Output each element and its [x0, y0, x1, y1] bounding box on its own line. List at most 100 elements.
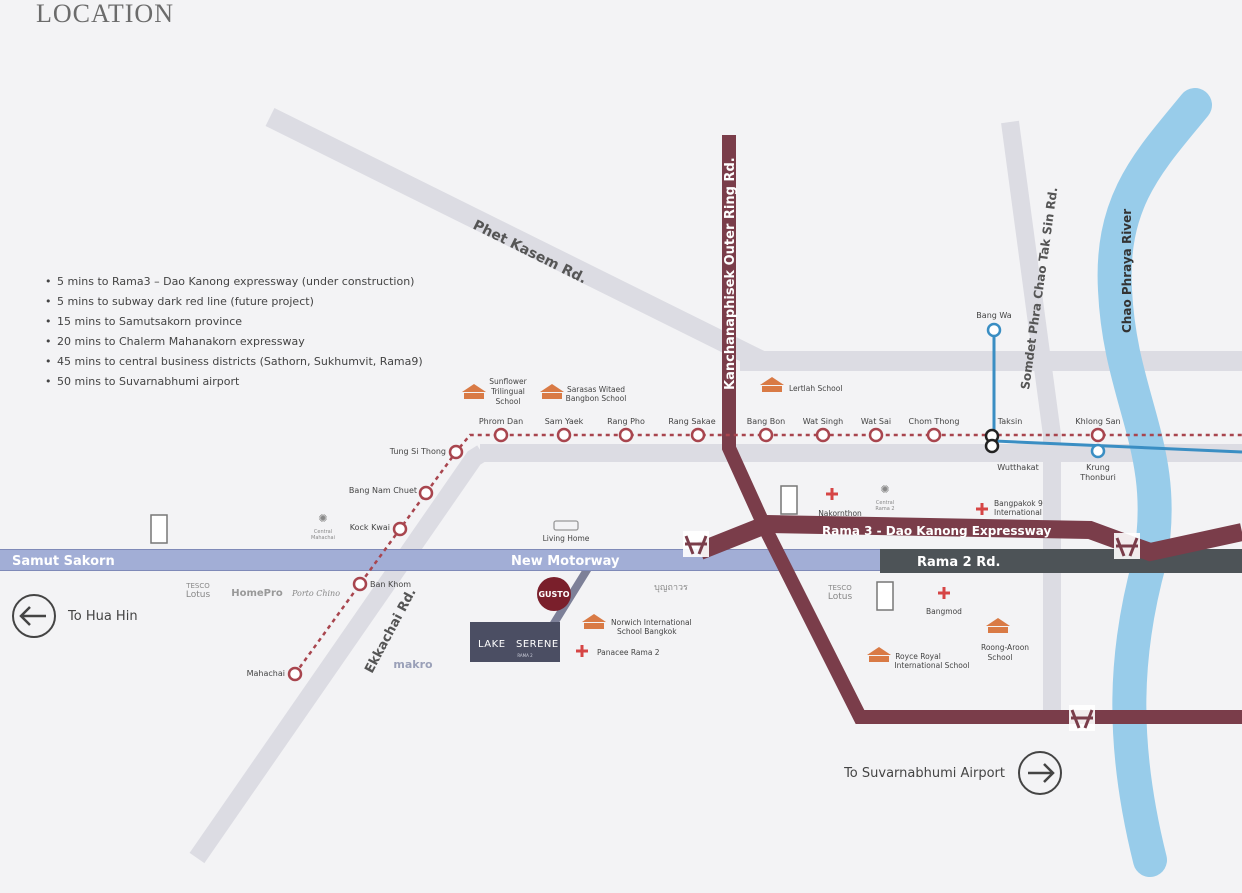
somdet-road	[1001, 120, 1061, 712]
highlights-list: • 5 mins to Rama3 – Dao Kanong expresswa…	[45, 275, 423, 388]
hospital-icon-panacee	[576, 645, 588, 657]
label-central-rama2-2: Rama 2	[875, 506, 894, 512]
phet-kasem-road	[265, 108, 765, 369]
label-kanchanaphisek: Kanchanaphisek Outer Ring Rd.	[723, 157, 738, 390]
homepro-logo: HomePro	[231, 588, 283, 599]
label-bangpakok-1: Bangpakok 9	[994, 499, 1043, 508]
central-logo-east	[876, 581, 894, 611]
station-chom-thong	[926, 427, 942, 443]
arrow-right-glyph	[1028, 763, 1055, 783]
highlight-bullet-5: •	[45, 355, 52, 368]
gusto-logo-text: GUSTO	[538, 590, 569, 599]
label-kock-kwai: Kock Kwai	[350, 523, 390, 532]
project-box-bg	[470, 622, 560, 662]
label-ban-khom: Ban Khom	[370, 580, 411, 589]
label-roong-aroon-1: Roong-Aroon	[981, 643, 1029, 652]
highlight-3: 15 mins to Samutsakorn province	[57, 315, 242, 328]
label-to-airport: To Suvarnabhumi Airport	[843, 766, 1005, 781]
label-royce-2: International School	[894, 661, 969, 670]
highlight-bullet-4: •	[45, 335, 52, 348]
station-bang-wa	[986, 322, 1002, 338]
label-mahachai: Mahachai	[247, 669, 285, 678]
place-labels: Sunflower Trilingual School Sarasas Wita…	[489, 377, 1043, 670]
project-name-sub: RAMA 2	[517, 653, 533, 658]
label-phet-kasem: Phet Kasem Rd.	[470, 217, 589, 287]
label-norwich-1: Norwich International	[611, 618, 692, 627]
page-title: LOCATION	[36, 0, 174, 28]
label-krung: Krung	[1086, 463, 1110, 472]
station-labels: Phrom Dan Sam Yaek Rang Pho Rang Sakae B…	[247, 311, 1121, 678]
label-khlong-san: Khlong San	[1075, 417, 1120, 426]
label-central-mahachai-1: Central	[314, 529, 332, 535]
direction-hua-hin: To Hua Hin	[12, 594, 138, 638]
school-icons	[462, 377, 1010, 662]
school-icon-norwich	[582, 614, 606, 629]
makro-logo: makro	[393, 658, 433, 671]
label-bangmod: Bangmod	[926, 607, 962, 616]
central-rama2-icon: ✺	[880, 483, 889, 496]
station-wutthakat	[984, 438, 1000, 454]
highlight-bullet-3: •	[45, 315, 52, 328]
label-rama3: Rama 3 - Dao Kanong Expressway	[822, 524, 1051, 538]
label-panacee: Panacee Rama 2	[597, 648, 660, 657]
tesco-logo-east-1: TESCO	[827, 584, 852, 592]
label-wat-sai: Wat Sai	[861, 417, 891, 426]
tesco-logo-east-2: Lotus	[828, 592, 853, 602]
station-tung-si-thong	[448, 444, 464, 460]
chao-phraya-river	[1097, 88, 1212, 877]
label-bang-nam-chuet: Bang Nam Chuet	[349, 486, 417, 495]
station-rang-pho	[618, 427, 634, 443]
label-central-mahachai-2: Mahachai	[311, 535, 335, 541]
highlight-5: 45 mins to central business districts (S…	[57, 355, 423, 368]
highlight-bullet-2: •	[45, 295, 52, 308]
station-khlong-san	[1090, 427, 1106, 443]
station-rang-sakae	[690, 427, 706, 443]
label-norwich-2: School Bangkok	[617, 627, 677, 636]
school-icon-roong-aroon	[986, 618, 1010, 633]
tesco-logo-west-2: Lotus	[186, 590, 211, 600]
label-samut-sakorn: Samut Sakorn	[12, 554, 115, 569]
tesco-logo-west-1: TESCO	[185, 582, 210, 590]
station-kock-kwai	[392, 521, 408, 537]
interchange-icon-1	[683, 531, 709, 557]
label-bang-bon: Bang Bon	[747, 417, 786, 426]
highlight-6: 50 mins to Suvarnabhumi airport	[57, 375, 240, 388]
label-sarasas-2: Bangbon School	[566, 394, 627, 403]
label-rang-sakae: Rang Sakae	[668, 417, 715, 426]
school-icon-sunflower	[462, 384, 486, 399]
highlight-1: 5 mins to Rama3 – Dao Kanong expressway …	[57, 275, 414, 288]
label-living-home: Living Home	[543, 534, 590, 543]
blue-line-stations	[986, 322, 1106, 459]
project-name-left: LAKE	[478, 639, 506, 650]
station-phrom-dan	[493, 427, 509, 443]
label-nakornthon: Nakornthon	[818, 509, 862, 518]
label-wutthakat: Wutthakat	[997, 463, 1038, 472]
highlight-bullet-1: •	[45, 275, 52, 288]
hospital-icons	[576, 488, 988, 657]
central-mahachai-icon: ✺	[318, 512, 327, 525]
label-rang-pho: Rang Pho	[607, 417, 645, 426]
label-sunflower-1: Sunflower	[489, 377, 527, 386]
gusto-logo	[537, 577, 571, 611]
label-river: Chao Phraya River	[1120, 209, 1134, 333]
label-sunflower-2: Trilingual	[490, 387, 525, 396]
station-mahachai	[287, 666, 303, 682]
label-lertlah: Lertlah School	[789, 384, 842, 393]
arrow-left-glyph	[19, 606, 46, 626]
label-tung-si-thong: Tung Si Thong	[389, 447, 446, 456]
interchange-taksin	[984, 428, 1000, 454]
interchange-icon-2	[1114, 533, 1140, 559]
label-wat-singh: Wat Singh	[803, 417, 844, 426]
label-royce-1: Royce Royal	[895, 652, 941, 661]
label-sam-yaek: Sam Yaek	[545, 417, 584, 426]
label-phrom-dan: Phrom Dan	[479, 417, 523, 426]
station-bang-bon	[758, 427, 774, 443]
station-wat-sai	[868, 427, 884, 443]
hospital-icon-bangmod	[938, 587, 950, 599]
label-sarasas-1: Sarasas Witaed	[567, 385, 625, 394]
station-krung-thonburi	[1090, 443, 1106, 459]
label-roong-aroon-2: School	[988, 653, 1013, 662]
thai-shop-logo: บุญถาวร	[654, 583, 688, 593]
